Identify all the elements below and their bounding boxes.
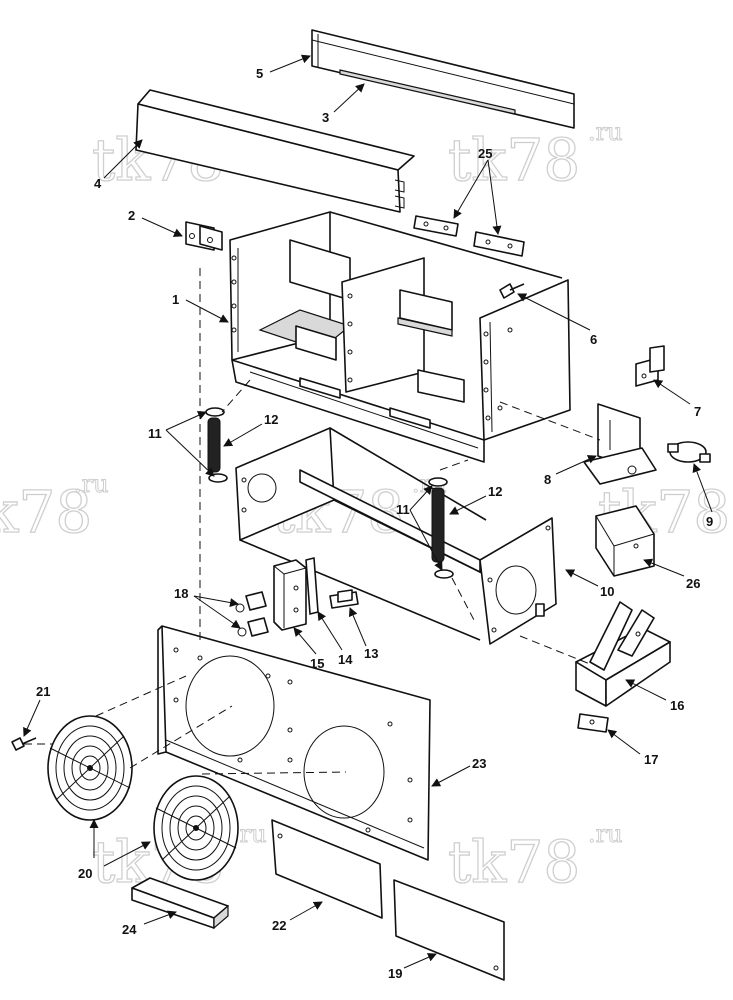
part-12-hose-left [205,407,228,483]
part-16-base-bracket [575,601,671,707]
callout-11-right: 11 [396,502,410,517]
part-15-block [273,559,307,631]
part-1-main-housing [229,211,571,463]
callout-2: 2 [128,208,135,223]
part-23-fan-panel [157,625,431,861]
part-9-clamp [667,441,711,463]
callout-26: 26 [686,576,700,591]
part-24-foam-strip [131,877,229,930]
part-22-cover-plate [271,819,383,919]
callout-7: 7 [694,404,701,419]
part-20-fan-left [47,715,133,821]
part-5-rear-top-cover [311,29,575,129]
callout-10: 10 [600,584,614,599]
callout-17: 17 [644,752,658,767]
callout-9: 9 [706,514,713,529]
callout-14: 14 [338,652,353,667]
alignment-lines [24,268,601,775]
part-6-screw [499,283,525,299]
callout-6: 6 [590,332,597,347]
part-8-mounting-bracket [583,403,657,485]
watermark-suffix: .ru [588,820,623,848]
callout-23: 23 [472,756,486,771]
part-20-fan-right [153,775,239,881]
callout-labels: 5 3 4 2 25 1 6 7 8 9 11 12 11 12 10 26 1… [36,66,713,981]
callout-18: 18 [174,586,188,601]
callout-20: 20 [78,866,92,881]
watermark-text: tk78 [0,478,92,546]
part-19-cover-plate [393,879,505,981]
callout-5: 5 [256,66,263,81]
callout-16: 16 [670,698,684,713]
part-13-clip [329,589,359,609]
part-4-front-top-cover [135,89,415,213]
callout-8: 8 [544,472,551,487]
part-18-clips [235,591,269,637]
callout-22: 22 [272,918,286,933]
part-17-plate [577,713,609,733]
callout-1: 1 [172,292,179,307]
part-14-strip [305,557,319,615]
watermark-suffix: .ru [588,118,623,146]
part-25-plates [413,215,525,257]
callout-12-right: 12 [488,484,502,499]
leader-arrows [23,54,713,969]
watermark-text: tk78 [448,126,580,194]
part-12-hose-right [428,477,454,579]
watermark-suffix: .ru [74,470,109,498]
callout-24: 24 [122,922,137,937]
part-26-box-bracket [595,505,655,577]
callout-4: 4 [94,176,102,191]
part-7-bracket [635,345,665,387]
callout-12-left: 12 [264,412,278,427]
callout-3: 3 [322,110,329,125]
callout-11-left: 11 [148,426,162,441]
callout-25: 25 [478,146,492,161]
callout-19: 19 [388,966,402,981]
part-21-screw [11,737,37,751]
callout-15: 15 [310,656,324,671]
callout-13: 13 [364,646,378,661]
watermark-text: tk78 [448,828,580,896]
part-2-bracket [185,221,223,251]
callout-21: 21 [36,684,50,699]
